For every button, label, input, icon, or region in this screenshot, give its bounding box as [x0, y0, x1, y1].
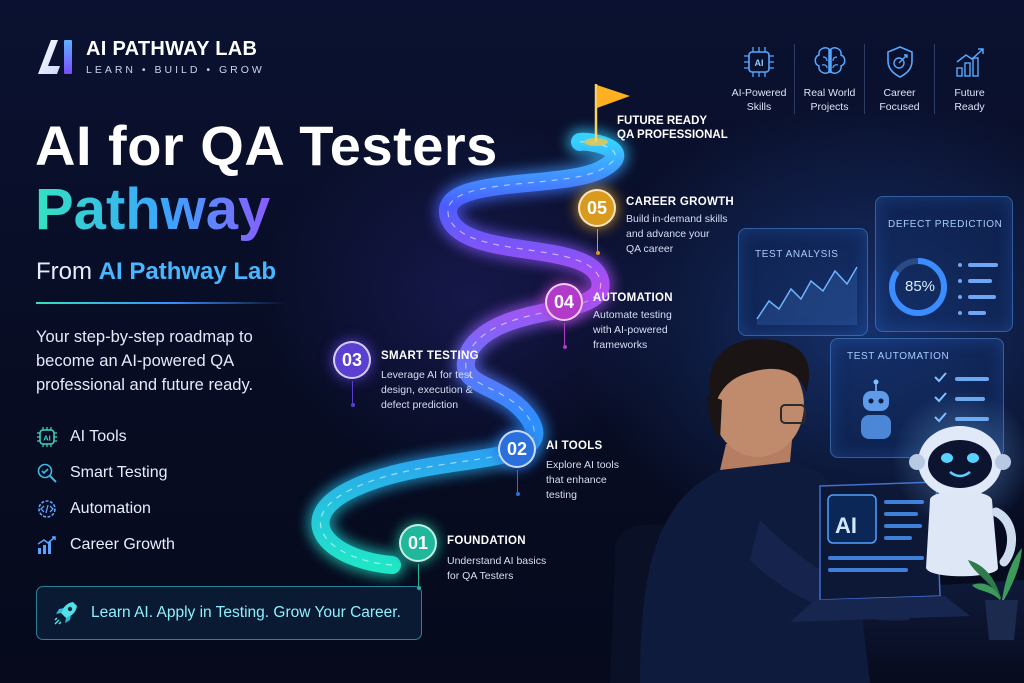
test-automation-title: TEST AUTOMATION	[847, 351, 950, 362]
step-4-connector-dot	[562, 345, 567, 349]
laptop-illustration	[790, 481, 970, 622]
subtitle-prefix: From	[36, 258, 92, 285]
description: Your step-by-step roadmap to become an A…	[36, 328, 254, 394]
step-1-badge: 01	[399, 524, 437, 562]
cta-text: Learn AI. Apply in Testing. Grow Your Ca…	[91, 604, 401, 621]
feature-item-automation: Automation	[36, 491, 175, 527]
svg-text:AI: AI	[43, 434, 51, 443]
feature-label: Career Growth	[70, 536, 175, 553]
badge-future-ready: Future Ready	[934, 44, 1004, 114]
brain-icon	[814, 47, 845, 74]
step-4-title: AUTOMATION	[593, 292, 673, 304]
growth-chart-icon	[37, 536, 56, 554]
subtitle-highlight: AI Pathway Lab	[98, 258, 277, 285]
headline-divider	[36, 302, 286, 304]
step-1-connector	[418, 564, 419, 586]
step-4-text: Automate testing with AI-powered framewo…	[593, 309, 672, 351]
feature-label: Smart Testing	[70, 464, 168, 481]
feature-item-career-growth: Career Growth	[36, 527, 175, 563]
person-illustration	[640, 339, 910, 683]
step-3-text: Leverage AI for test design, execution &…	[381, 369, 473, 411]
mini-robot-icon	[861, 379, 891, 439]
step-4-badge: 04	[545, 283, 583, 321]
step-2-badge: 02	[498, 430, 536, 468]
road-centerline	[319, 141, 616, 566]
robot-illustration	[892, 390, 1024, 577]
test-analysis-panel: TEST ANALYSIS	[738, 228, 868, 336]
badge-label: Future Ready	[954, 87, 985, 113]
subtitle: From AI Pathway Lab	[36, 258, 276, 286]
step-5-connector-dot	[595, 251, 600, 255]
magnifier-check-icon	[37, 463, 57, 483]
defect-prediction-panel: DEFECT PREDICTION 85%	[875, 196, 1013, 332]
brand-name: AI PATHWAY LAB	[86, 38, 258, 60]
plant-illustration	[968, 548, 1022, 640]
badge-ai-powered: AI AI-Powered Skills	[724, 44, 794, 114]
feature-item-ai-tools: AI AI Tools	[36, 419, 175, 455]
svg-text:AI: AI	[755, 58, 764, 68]
code-gear-icon	[38, 500, 56, 518]
test-analysis-title: TEST ANALYSIS	[755, 249, 839, 260]
step-5-text: Build in-demand skills and advance your …	[626, 213, 728, 255]
feature-list: AI AI Tools Smart Testing Automation	[36, 419, 175, 563]
step-1-connector-dot	[416, 586, 421, 590]
step-3-title: SMART TESTING	[381, 350, 479, 362]
step-3-connector	[352, 381, 353, 403]
brand-tagline: LEARN • BUILD • GROW	[86, 64, 265, 76]
rocket-icon	[54, 602, 77, 625]
step-1-title: FOUNDATION	[447, 535, 526, 547]
donut-gauge-icon	[889, 258, 998, 316]
feature-item-smart-testing: Smart Testing	[36, 455, 175, 491]
step-1-text: Understand AI basics for QA Testers	[447, 555, 547, 582]
feature-label: Automation	[70, 500, 151, 517]
feature-label: AI Tools	[70, 428, 127, 445]
step-3-badge: 03	[333, 341, 371, 379]
step-2-title: AI TOOLS	[546, 440, 603, 452]
cta-banner: Learn AI. Apply in Testing. Grow Your Ca…	[36, 586, 422, 640]
step-3-connector-dot	[350, 403, 355, 407]
brand: AI PATHWAY LAB LEARN • BUILD • GROW	[36, 38, 265, 76]
badge-label: AI-Powered Skills	[731, 87, 787, 113]
headline-line-2: Pathway	[35, 177, 271, 242]
step-5-title: CAREER GROWTH	[626, 196, 735, 208]
defect-prediction-value: 85%	[905, 278, 936, 295]
headline-line-1: AI for QA Testers	[35, 114, 498, 177]
step-5-badge: 05	[578, 189, 616, 227]
badge-career-focused: Career Focused	[864, 44, 934, 114]
flag-icon	[584, 84, 630, 146]
badge-real-world: Real World Projects	[794, 44, 864, 114]
ai-chip-icon: AI	[744, 47, 774, 77]
brand-logo-icon	[38, 40, 72, 74]
shield-target-icon	[886, 46, 913, 78]
badge-label: Real World Projects	[803, 87, 856, 113]
step-2-text: Explore AI tools that enhance testing	[546, 459, 619, 501]
line-chart-icon	[756, 266, 858, 325]
laptop-screen-label: AI	[835, 513, 857, 538]
badge-label: Career Focused	[879, 87, 920, 113]
step-2-connector	[517, 470, 518, 492]
step-2-connector-dot	[515, 492, 520, 496]
badge-row: AI AI-Powered Skills Real World Projects…	[724, 44, 1004, 114]
defect-prediction-title: DEFECT PREDICTION	[888, 219, 1003, 230]
goal-title: FUTURE READY QA PROFESSIONAL	[617, 115, 728, 141]
step-5-connector	[597, 229, 598, 251]
rising-bars-icon	[955, 48, 984, 77]
step-4-connector	[564, 323, 565, 345]
ai-chip-icon: AI	[37, 427, 57, 447]
